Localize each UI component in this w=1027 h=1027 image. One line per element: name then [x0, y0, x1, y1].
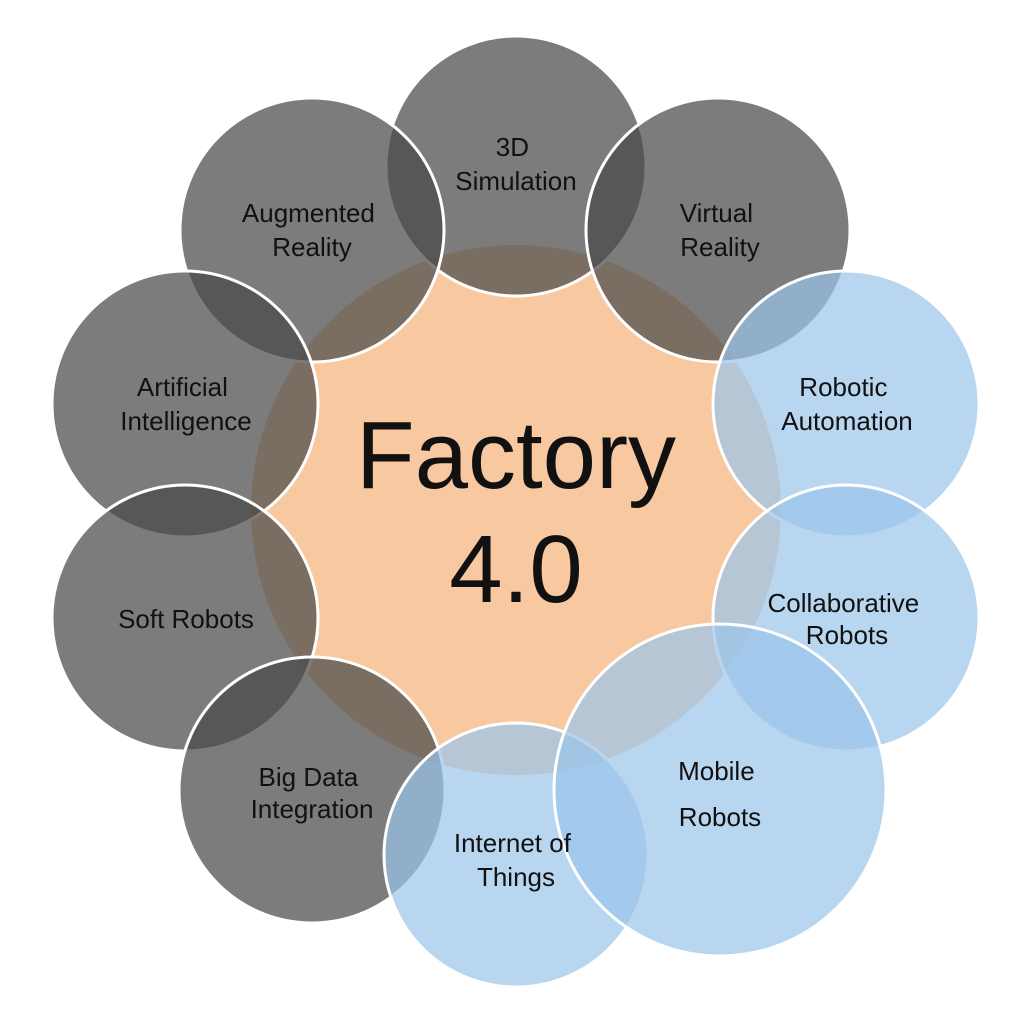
node-label-line: Collaborative — [768, 588, 920, 618]
node-label-line: Mobile — [678, 756, 755, 786]
node-label-line: Reality — [680, 232, 759, 262]
node-label-line: Automation — [781, 406, 913, 436]
node-label-3d-simulation: 3D Simulation — [455, 132, 576, 196]
node-label-line: Robots — [806, 620, 888, 650]
node-label-line: Robotic — [799, 372, 887, 402]
node-label-line: Things — [477, 862, 555, 892]
node-label-artificial-intelligence: Artificial Intelligence — [120, 372, 252, 436]
node-label-line: Big Data — [259, 762, 359, 792]
node-label-line: Simulation — [455, 166, 576, 196]
node-label-line: Intelligence — [120, 406, 252, 436]
node-label-virtual-reality: Virtual Reality — [680, 198, 760, 262]
node-label-internet-of-things: Internet of Things — [454, 828, 578, 892]
node-label-big-data-integration: Big Data Integration — [251, 762, 374, 824]
center-title-line2: 4.0 — [449, 516, 582, 623]
node-circle-mobile-robots — [552, 622, 888, 958]
center-title-line1: Factory — [356, 402, 676, 509]
node-label-line: Virtual — [680, 198, 753, 228]
node-label-line: Internet of — [454, 828, 572, 858]
node-label-line: Integration — [251, 794, 374, 824]
node-label-line: Augmented — [242, 198, 375, 228]
node-label-collaborative-robots: Collaborative Robots — [768, 588, 927, 650]
node-label-mobile-robots: Mobile Robots — [678, 756, 762, 832]
node-label-line: Soft Robots — [118, 604, 254, 634]
node-label-robotic-automation: Robotic Automation — [781, 372, 913, 436]
node-label-line: 3D — [496, 132, 529, 162]
node-label-augmented-reality: Augmented Reality — [242, 198, 382, 262]
node-label-line: Robots — [679, 802, 761, 832]
node-label-line: Reality — [272, 232, 351, 262]
node-label-line: Artificial — [137, 372, 228, 402]
node-label-soft-robots: Soft Robots — [118, 604, 254, 634]
